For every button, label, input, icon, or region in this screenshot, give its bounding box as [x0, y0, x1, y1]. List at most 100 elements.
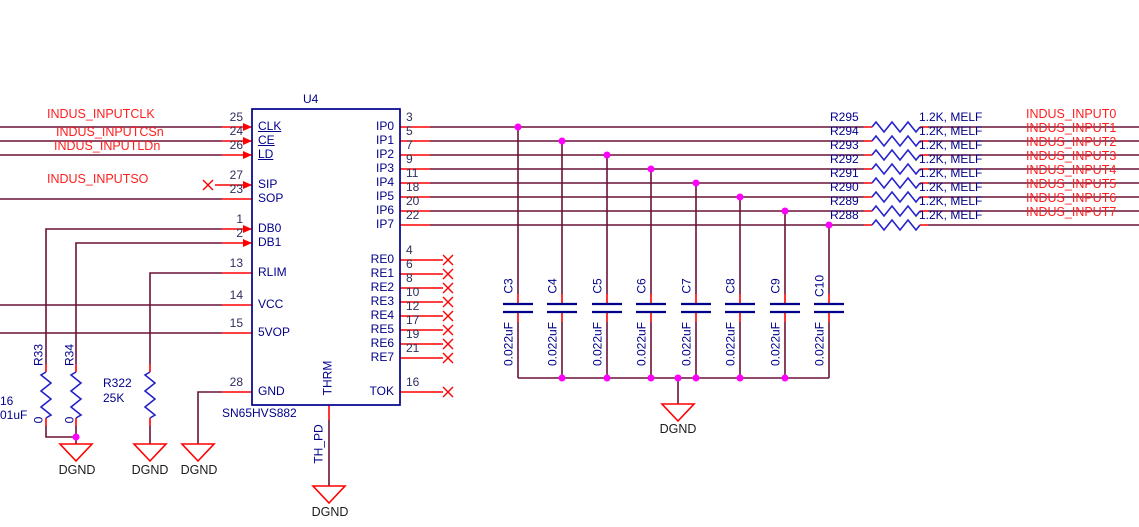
capacitor-ref[interactable]: C3 [501, 278, 516, 294]
capacitor-value[interactable]: 0.022uF [723, 321, 738, 367]
pin-name: THRM [320, 360, 335, 396]
pin-number: 10 [406, 285, 420, 299]
net-label[interactable]: INDUS_INPUT4 [1026, 163, 1117, 177]
resistor-ref[interactable]: R290 [830, 180, 859, 194]
pin-name: SOP [258, 191, 284, 205]
resistor-value[interactable]: 0 [31, 416, 46, 424]
capacitor-ref[interactable]: C7 [679, 278, 694, 294]
pin-number: 26 [229, 138, 243, 152]
pin-number: 7 [406, 138, 413, 152]
pin-name: SIP [258, 177, 278, 191]
pin-arrow-icons [243, 123, 252, 247]
pin-number: 11 [406, 166, 419, 180]
resistor-ref[interactable]: R288 [830, 208, 859, 222]
capacitor-value[interactable]: 0.022uF [590, 321, 605, 367]
pin-name: RE3 [370, 294, 394, 308]
resistor-ref[interactable]: R34 [62, 343, 77, 367]
pin-number: 14 [229, 288, 243, 302]
ground-label: DGND [180, 463, 218, 477]
pin-name: DB0 [258, 221, 282, 235]
net-label[interactable]: INDUS_INPUT0 [1026, 107, 1117, 121]
pin-name: IP5 [375, 189, 394, 203]
wire-layer [0, 126, 1139, 486]
net-label[interactable]: INDUS_INPUTLDn [54, 139, 161, 153]
pin-name: RE1 [370, 266, 394, 280]
capacitor-symbols[interactable] [503, 302, 844, 314]
pin-name: 5VOP [258, 325, 291, 339]
pin-number: 23 [229, 182, 243, 196]
capacitor-ref[interactable]: C6 [634, 278, 649, 294]
capacitor-value[interactable]: 0.022uF [679, 321, 694, 367]
resistor-ref[interactable]: R291 [830, 166, 859, 180]
net-label[interactable]: INDUS_INPUTSO [47, 172, 149, 186]
pin-number: 17 [406, 313, 420, 327]
pin-number: 8 [406, 271, 413, 285]
clipped-label: 16 [0, 394, 14, 408]
pin-name: RE4 [370, 308, 394, 322]
pin-layer [45, 126, 928, 426]
ground-symbol-icons[interactable] [58, 403, 696, 505]
resistor-value[interactable]: 1.2K, MELF [919, 194, 983, 208]
capacitor-ref[interactable]: C10 [812, 274, 827, 298]
pin-name: CLK [258, 119, 282, 133]
ground-label: DGND [131, 463, 169, 477]
capacitor-value[interactable]: 0.022uF [812, 321, 827, 367]
resistor-ref[interactable]: R292 [830, 152, 859, 166]
resistor-value[interactable]: 1.2K, MELF [919, 166, 983, 180]
capacitor-value[interactable]: 0.022uF [768, 321, 783, 367]
pin-number: 3 [406, 110, 413, 124]
net-label[interactable]: INDUS_INPUT1 [1026, 121, 1117, 135]
capacitor-ref[interactable]: C5 [590, 278, 605, 294]
pin-number: 13 [229, 256, 243, 270]
capacitor-ref[interactable]: C9 [768, 278, 783, 294]
pin-number: 25 [229, 110, 243, 124]
pin-number: 6 [406, 257, 413, 271]
ic-body[interactable] [251, 108, 401, 406]
net-label[interactable]: INDUS_INPUT6 [1026, 191, 1117, 205]
resistor-value[interactable]: 1.2K, MELF [919, 208, 983, 222]
capacitor-ref[interactable]: C8 [723, 278, 738, 294]
pin-number: 1 [236, 212, 243, 226]
net-label[interactable]: INDUS_INPUTCLK [47, 107, 155, 121]
pin-number: 4 [406, 243, 413, 257]
net-label[interactable]: INDUS_INPUTCSn [56, 125, 164, 139]
resistor-value[interactable]: 25K [103, 391, 125, 405]
resistor-ref[interactable]: R322 [103, 376, 132, 390]
ic-ref[interactable]: U4 [303, 92, 319, 106]
resistor-value[interactable]: 0 [62, 416, 77, 424]
resistor-ref[interactable]: R295 [830, 110, 859, 124]
ic-part-number[interactable]: SN65HVS882 [222, 406, 297, 420]
resistor-value[interactable]: 1.2K, MELF [919, 110, 983, 124]
resistor-symbols[interactable] [39, 120, 921, 419]
net-label[interactable]: INDUS_INPUT5 [1026, 177, 1117, 191]
resistor-ref[interactable]: R289 [830, 194, 859, 208]
net-label[interactable]: INDUS_INPUT3 [1026, 149, 1117, 163]
resistor-value[interactable]: 1.2K, MELF [919, 180, 983, 194]
pin-name: TOK [369, 384, 394, 398]
resistor-ref[interactable]: R33 [31, 343, 46, 367]
pin-name: DB1 [258, 235, 282, 249]
resistor-value[interactable]: 1.2K, MELF [919, 138, 983, 152]
pin-name: IP6 [375, 203, 394, 217]
resistor-ref[interactable]: R294 [830, 124, 859, 138]
pin-name: IP3 [375, 161, 394, 175]
no-connect-icons [202, 179, 454, 398]
resistor-value[interactable]: 1.2K, MELF [919, 124, 983, 138]
pin-number: 2 [236, 226, 243, 240]
resistor-value[interactable]: 1.2K, MELF [919, 152, 983, 166]
pin-number: 27 [229, 168, 243, 182]
ground-label: DGND [311, 505, 349, 519]
capacitor-value[interactable]: 0.022uF [545, 321, 560, 367]
resistor-ref[interactable]: R293 [830, 138, 859, 152]
pin-name: IP4 [375, 175, 394, 189]
net-label[interactable]: INDUS_INPUT2 [1026, 135, 1117, 149]
capacitor-value[interactable]: 0.022uF [634, 321, 649, 367]
pin-number: 24 [229, 124, 243, 138]
ground-label: DGND [58, 463, 96, 477]
net-label[interactable]: TH_PD [311, 424, 326, 464]
capacitor-ref[interactable]: C4 [545, 278, 560, 294]
net-label[interactable]: INDUS_INPUT7 [1026, 205, 1117, 219]
capacitor-value[interactable]: 0.022uF [501, 321, 516, 367]
